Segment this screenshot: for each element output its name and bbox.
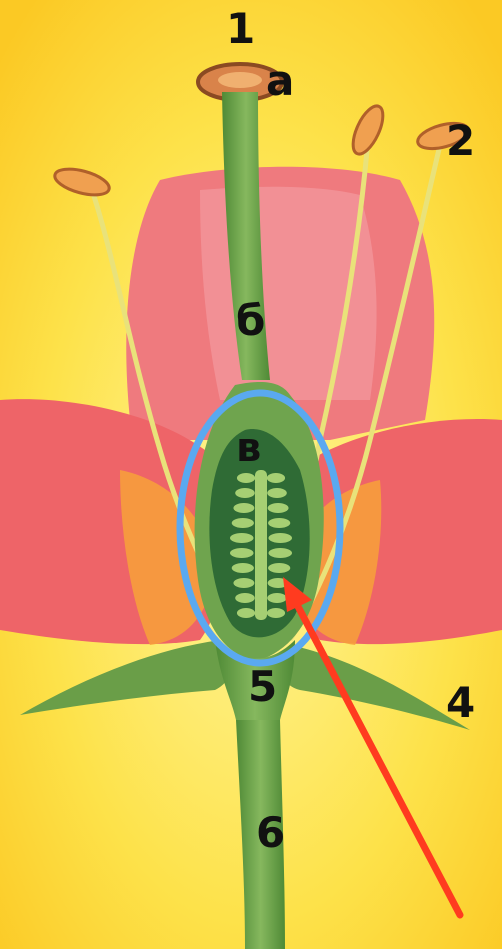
ovule [232, 518, 254, 528]
label-2: 2 [446, 120, 475, 162]
ovule [230, 548, 254, 558]
label-4: 4 [446, 682, 475, 724]
ovule [232, 563, 254, 573]
ovule [233, 578, 254, 588]
ovule [268, 518, 290, 528]
ovule [267, 473, 285, 483]
ovule [268, 533, 292, 543]
placenta [255, 470, 267, 620]
label-b: б [236, 300, 265, 342]
ovule [237, 473, 255, 483]
ovule [268, 563, 290, 573]
ovule [268, 503, 289, 513]
ovule [268, 548, 292, 558]
label-1: 1 [226, 8, 255, 50]
ovule [233, 503, 254, 513]
ovule [230, 533, 254, 543]
ovule [267, 608, 285, 618]
label-5: 5 [248, 666, 277, 708]
ovule [235, 488, 255, 498]
label-6: 6 [256, 812, 285, 854]
ovule [267, 593, 287, 603]
label-v: в [236, 428, 261, 468]
ovule [235, 593, 255, 603]
stigma-inner [218, 72, 262, 88]
ovule [237, 608, 255, 618]
ovule [267, 488, 287, 498]
label-a: а [266, 60, 294, 102]
